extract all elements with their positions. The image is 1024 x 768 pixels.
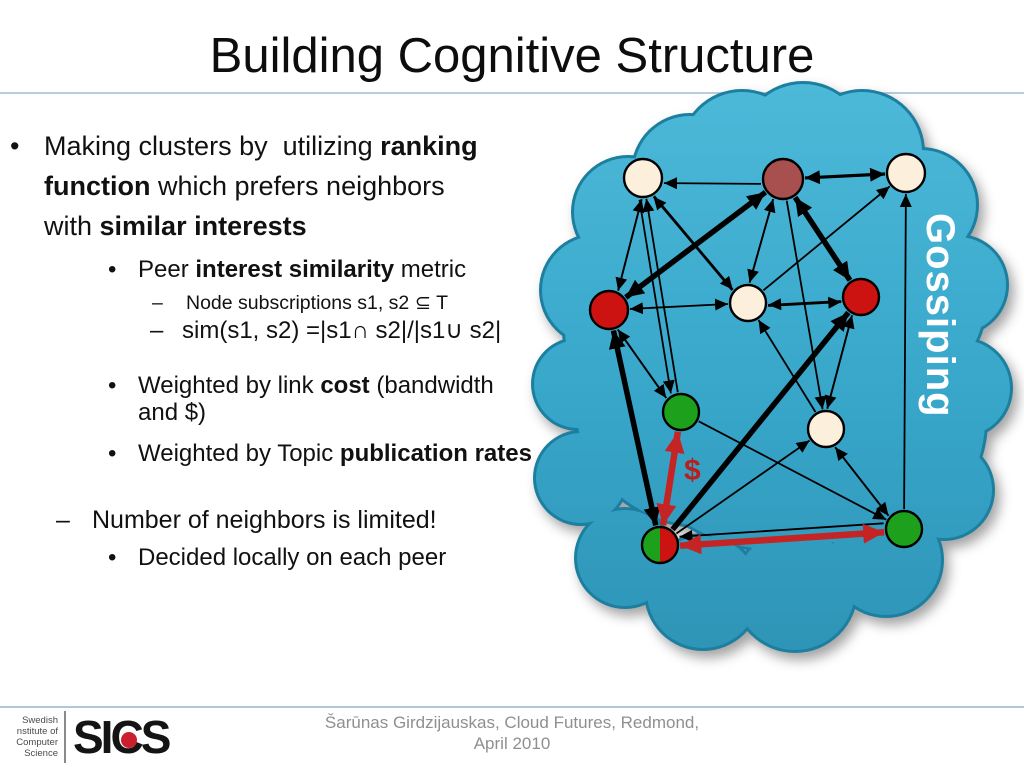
- bullet-marker: •: [108, 544, 117, 571]
- edge-arrows: [608, 167, 912, 555]
- footer-line2: April 2010: [473, 734, 551, 753]
- link-arrow: [768, 298, 842, 311]
- link-arrow: [748, 198, 776, 283]
- peer-node-darkred: [761, 157, 805, 201]
- logo-org-text: Swedish nstitute of Computer Science: [6, 715, 58, 759]
- link-arrow: [698, 420, 887, 521]
- bullet-item: – Node subscriptions s1, s2 ⊆ T: [0, 290, 570, 316]
- footer-divider: [0, 706, 1024, 708]
- bullet-text: Weighted by link cost (bandwidth and $): [138, 372, 494, 426]
- peer-node-red: [841, 277, 881, 317]
- link-arrow: [762, 185, 891, 291]
- sics-logo: Swedish nstitute of Computer Science SIC…: [6, 711, 172, 763]
- logo-org-line: nstitute of: [16, 726, 58, 737]
- link-arrow: [629, 298, 729, 315]
- bullet-list: • Making clusters by utilizing ranking fu…: [0, 120, 570, 574]
- link-arrow: [792, 195, 853, 282]
- link-arrow: [899, 193, 912, 510]
- peer-nodes: [588, 152, 927, 565]
- cloud-shape: [531, 81, 1013, 653]
- link-arrow: [617, 199, 645, 291]
- link-arrow: [675, 439, 811, 535]
- bullet-item: –Number of neighbors is limited!: [0, 504, 570, 536]
- bullet-marker: •: [108, 440, 117, 467]
- logo-org-line: Swedish: [22, 715, 58, 726]
- page-title: Building Cognitive Structure: [209, 29, 815, 83]
- link-arrow: [638, 199, 675, 394]
- bullet-item: • Decided locally on each peer: [0, 542, 570, 574]
- link-arrow: [642, 198, 679, 393]
- link-arrow: [785, 200, 827, 410]
- bullet-item: • Weighted by link cost (bandwidth and $): [0, 372, 570, 426]
- link-arrow: [617, 328, 667, 399]
- bullet-marker: –: [56, 506, 70, 534]
- link-arrow: [624, 190, 768, 300]
- link-arrow: [679, 522, 884, 542]
- title-divider: [0, 92, 1024, 94]
- link-arrow: [653, 195, 734, 291]
- peer-node-cream: [728, 283, 768, 323]
- logo-letters: S: [140, 711, 172, 763]
- link-arrow: [747, 198, 775, 283]
- bullet-item: –sim(s1, s2) =|s1∩ s2|/|s1∪ s2|: [0, 318, 570, 344]
- bullet-marker: –: [150, 317, 164, 344]
- link-arrow: [663, 177, 761, 190]
- logo-red-dot: [121, 732, 138, 748]
- link-arrow: [834, 446, 890, 517]
- bullet-text: Weighted by Topic publication rates: [138, 440, 532, 467]
- bullet-item: • Peer interest similarity metric: [0, 254, 570, 286]
- link-arrow: [608, 329, 661, 527]
- footer-credit: Šarūnas Girdzijauskas, Cloud Futures, Re…: [0, 712, 1024, 754]
- link-arrow: [804, 167, 886, 185]
- bullet-marker: –: [152, 292, 163, 314]
- dollar-label: $: [684, 454, 701, 487]
- logo-divider: [64, 711, 66, 763]
- peer-node-cream: [622, 157, 664, 199]
- bullet-marker: •: [10, 131, 20, 161]
- gossiping-label: Gossiping: [918, 213, 962, 418]
- link-arrow: [768, 296, 842, 309]
- red-link-arrow: [656, 431, 685, 526]
- bullet-text: Decided locally on each peer: [138, 544, 447, 571]
- bullet-text: Peer interest similarity metric: [138, 256, 467, 283]
- bullet-item: • Making clusters by utilizing ranking fu…: [0, 126, 570, 246]
- link-arrow: [834, 446, 890, 517]
- link-arrow: [670, 310, 851, 532]
- red-link-arrow: [679, 523, 885, 555]
- link-arrow: [617, 328, 667, 399]
- peer-node-green: [661, 392, 701, 432]
- link-arrow: [757, 319, 817, 413]
- logo-wordmark: SICS: [73, 711, 172, 763]
- logo-org-line: Computer: [16, 737, 58, 748]
- link-arrow: [652, 196, 733, 291]
- link-arrow: [826, 315, 855, 409]
- peer-node-cream: [885, 152, 927, 194]
- logo-letters: SI: [73, 711, 114, 763]
- bullet-marker: •: [108, 256, 117, 283]
- bullet-text: sim(s1, s2) =|s1∩ s2|/|s1∪ s2|: [182, 317, 502, 344]
- bullet-text: Making clusters by utilizing ranking fun…: [44, 131, 478, 241]
- peer-node-cream: [806, 409, 846, 449]
- link-arrow: [615, 199, 643, 291]
- peer-node-split: [640, 525, 680, 565]
- bullet-item: • Weighted by Topic publication rates: [0, 438, 570, 470]
- bullet-text: Node subscriptions s1, s2 ⊆ T: [186, 292, 449, 314]
- link-arrow: [824, 315, 853, 409]
- footer-line1: Šarūnas Girdzijauskas, Cloud Futures, Re…: [324, 713, 700, 732]
- bullet-text: Number of neighbors is limited!: [92, 506, 437, 534]
- peer-node-red: [588, 289, 630, 331]
- peer-node-green: [884, 509, 924, 549]
- logo-org-line: Science: [24, 748, 58, 759]
- bullet-marker: •: [108, 372, 117, 399]
